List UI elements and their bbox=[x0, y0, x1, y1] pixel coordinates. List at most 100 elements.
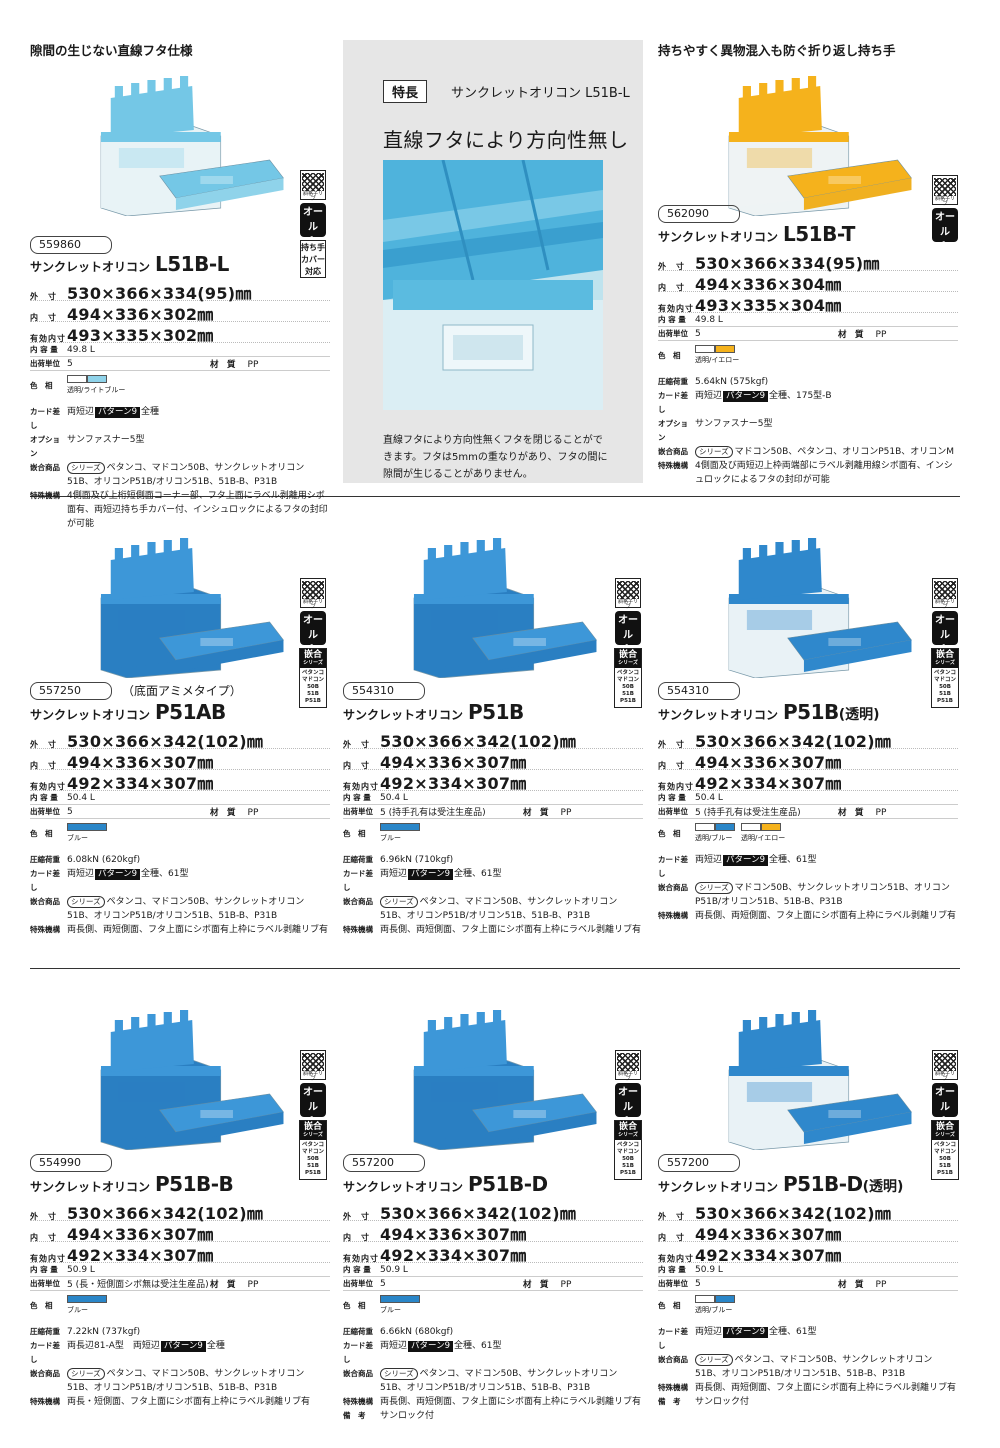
badge-label: シリーズ bbox=[618, 1131, 638, 1138]
badge-label: シリーズ bbox=[618, 659, 638, 666]
spec-value: 494×336×307㎜ bbox=[695, 753, 842, 772]
badge-column: 斜格子リブオールプラ bbox=[930, 175, 960, 253]
spec-label: カード差し bbox=[658, 391, 688, 414]
badge-label: 斜格子リブ bbox=[934, 599, 955, 610]
spec-nest: 嵌合商品シリーズマドコン50B、ペタンコ、オリコンP51B、オリコンM bbox=[658, 445, 958, 459]
spec-value: 5 (持手孔有は受注生産品) bbox=[380, 808, 486, 818]
badge-label: 51B bbox=[622, 1163, 634, 1170]
spec-label: 有効内寸 bbox=[343, 782, 379, 791]
spec-value: ペタンコ、マドコン50B、サンクレットオリコン51B、オリコンP51B/オリコン… bbox=[695, 1355, 933, 1379]
spec-value: 全種、61型 bbox=[769, 1327, 817, 1337]
spec-value: 5 bbox=[67, 358, 73, 369]
product-photo bbox=[70, 520, 290, 679]
product-code: 557200 bbox=[658, 1154, 740, 1172]
spec-label: 出荷単位 bbox=[343, 1279, 373, 1288]
product-code: 557250 bbox=[30, 682, 112, 700]
product-prefix: サンクレットオリコン bbox=[30, 1180, 151, 1194]
badge-label: オール bbox=[935, 615, 955, 641]
badge-label: 嵌合 bbox=[618, 650, 637, 660]
product-model: P51B-D bbox=[783, 1172, 863, 1196]
spec-value: 全種 bbox=[206, 1341, 225, 1351]
spec-value: 50.9 L bbox=[380, 1264, 408, 1275]
spec-label: 色 相 bbox=[658, 829, 681, 838]
badge-label: オール bbox=[303, 207, 323, 233]
spec-value: 5 (長・短側面シボ無は受注生産品) bbox=[67, 1280, 209, 1290]
spec-label: 特殊機構 bbox=[343, 925, 373, 934]
color-row: 色 相ブルー bbox=[30, 819, 330, 853]
badge-label: マドコン50B bbox=[301, 677, 324, 691]
badge-label: マドコン50B bbox=[616, 677, 639, 691]
spec-value: 492×334×307㎜ bbox=[67, 1246, 214, 1265]
spec-label: 特殊機構 bbox=[658, 1383, 688, 1392]
product-note: （底面アミメタイプ） bbox=[122, 684, 242, 698]
spec-label: 材 質 bbox=[838, 329, 864, 340]
spec-label: 色 相 bbox=[30, 1301, 53, 1310]
spec-value: 50.9 L bbox=[67, 1264, 95, 1275]
spec-option: オプションサンファスナー5型 bbox=[30, 433, 330, 461]
spec-label: オプション bbox=[658, 419, 688, 442]
spec-nest: 嵌合商品シリーズペタンコ、マドコン50B、サンクレットオリコン51B、オリコンP… bbox=[658, 1353, 958, 1381]
spec-label: 圧縮荷重 bbox=[30, 855, 60, 864]
diagonal-rib-badge: 斜格子リブ bbox=[615, 1050, 641, 1082]
spec-label: 内 寸 bbox=[30, 761, 57, 770]
spec-label: 色 相 bbox=[343, 1301, 366, 1310]
badge-column: 斜格子リブオールプラ嵌合シリーズペタンコマドコン50B51BP51B bbox=[613, 578, 643, 708]
badge-column: 斜格子リブオールプラ嵌合シリーズペタンコマドコン50B51BP51B bbox=[298, 578, 328, 708]
color-swatch: 透明/ブルー bbox=[695, 1295, 735, 1315]
spec-special: 特殊機構両長側、両短側面、フタ上面にシボ面有上枠にラベル剥離リブ有 bbox=[343, 923, 643, 937]
pattern-tag: パターン9 bbox=[408, 869, 453, 880]
pattern-tag: パターン9 bbox=[160, 1341, 206, 1352]
spec-nest: 嵌合商品シリーズペタンコ、マドコン50B、サンクレットオリコン51B、オリコンP… bbox=[343, 895, 643, 923]
spec-value: サンロック付 bbox=[695, 1397, 750, 1407]
spec-value: 7.22kN (737kgf) bbox=[67, 1327, 141, 1337]
spec-value: ペタンコ、マドコン50B、サンクレットオリコン51B、オリコンP51B/オリコン… bbox=[67, 897, 305, 921]
spec-value: 両長辺81-A型 両短辺 bbox=[67, 1341, 160, 1351]
badge-label: 斜格子リブ bbox=[617, 1071, 638, 1082]
spec-label: 内 寸 bbox=[343, 761, 370, 770]
product-prefix: サンクレットオリコン bbox=[343, 708, 464, 722]
spec-value: 5 (持手孔有は受注生産品) bbox=[695, 808, 801, 818]
spec-nest: 嵌合商品シリーズペタンコ、マドコン50B、サンクレットオリコン51B、オリコンP… bbox=[30, 1367, 330, 1395]
section-heading: 隙間の生じない直線フタ仕様 bbox=[30, 43, 193, 58]
color-swatch: ブルー bbox=[67, 1295, 107, 1315]
color-label: ブルー bbox=[67, 834, 88, 842]
badge-column: 斜格子リブオールプラ嵌合シリーズペタンコマドコン50B51BP51B bbox=[930, 578, 960, 708]
spec-value: 530×366×334(95)㎜ bbox=[695, 254, 880, 273]
product-model: L51B-T bbox=[783, 222, 855, 246]
spec-value: 494×336×307㎜ bbox=[380, 1225, 527, 1244]
spec-label: 圧縮荷重 bbox=[343, 1327, 373, 1336]
badge-label: 持ち手 bbox=[301, 243, 325, 252]
product-model: P51B-B bbox=[155, 1172, 234, 1196]
spec-label: 嵌合商品 bbox=[343, 1369, 373, 1378]
spec-label: 有効内寸 bbox=[658, 782, 694, 791]
spec-label: 備 考 bbox=[343, 1411, 366, 1420]
grip-cover-badge: 持ち手カバー対応 bbox=[300, 240, 326, 278]
spec-label: 材 質 bbox=[838, 1279, 864, 1290]
spec-value: 50.4 L bbox=[695, 792, 723, 803]
spec-remark: 備 考サンロック付 bbox=[658, 1395, 958, 1409]
badge-label: オール bbox=[303, 615, 323, 641]
spec-value: 494×336×307㎜ bbox=[67, 1225, 214, 1244]
series-tag: シリーズ bbox=[67, 896, 105, 908]
